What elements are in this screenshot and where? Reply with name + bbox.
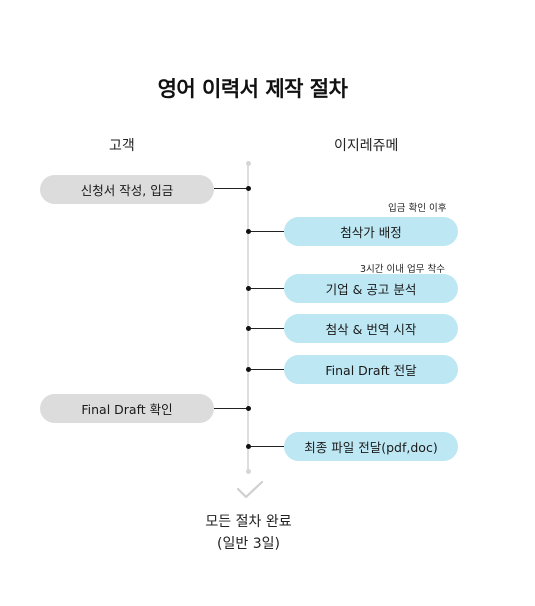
column-header-customer: 고객: [109, 138, 135, 154]
step-analysis: 기업 & 공고 분석: [284, 274, 458, 303]
step-edit-translate: 첨삭 & 번역 시작: [284, 314, 458, 343]
completion-label: 모든 절차 완료: [205, 514, 292, 530]
note-after-payment: 입금 확인 이후: [388, 203, 447, 214]
step-final-draft-send: Final Draft 전달: [284, 355, 458, 384]
check-icon: [236, 480, 264, 499]
timeline-start-dot: [246, 161, 251, 166]
page-title: 영어 이력서 제작 절차: [157, 77, 348, 101]
connector-final-delivery: [248, 446, 284, 447]
timeline-node: [245, 406, 251, 411]
connector-customer-confirm: [214, 408, 248, 409]
connector-final-draft-send: [248, 369, 284, 370]
timeline-node: [245, 229, 251, 234]
step-customer-confirm: Final Draft 확인: [40, 394, 214, 423]
completion-duration: (일반 3일): [217, 536, 280, 552]
timeline-line: [247, 164, 249, 472]
timeline-node: [245, 326, 251, 331]
connector-assign: [248, 231, 284, 232]
step-assign: 첨삭가 배정: [284, 217, 458, 246]
connector-analysis: [248, 288, 284, 289]
column-header-company: 이지레쥬메: [334, 138, 399, 154]
timeline-end-dot: [246, 469, 251, 474]
timeline-node: [245, 444, 251, 449]
note-within-3h: 3시간 이내 업무 착수: [360, 264, 446, 275]
timeline-node: [245, 367, 251, 372]
timeline-node: [245, 186, 251, 191]
connector-edit-translate: [248, 328, 284, 329]
timeline-node: [245, 286, 251, 291]
connector-customer-apply: [214, 188, 248, 189]
step-final-delivery: 최종 파일 전달(pdf,doc): [284, 432, 458, 461]
step-customer-apply: 신청서 작성, 입금: [40, 175, 214, 204]
